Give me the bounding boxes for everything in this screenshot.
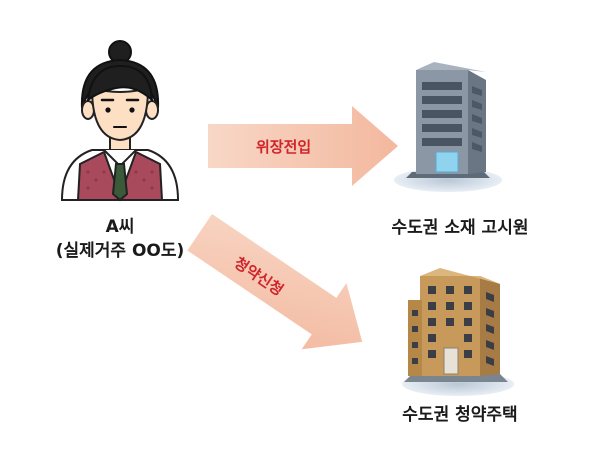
goshiwon-label: 수도권 소재 고시원: [391, 218, 529, 238]
person-residence-label: (실제거주 OO도): [55, 241, 185, 261]
apartment-building-icon: [402, 268, 514, 396]
person-icon: [60, 40, 180, 202]
arrow-registration: [208, 106, 398, 186]
person-name-label: A씨: [105, 217, 135, 237]
arrow-application: [187, 214, 363, 350]
goshiwon-building-icon: [394, 62, 502, 192]
arrow-registration-label: 위장전입: [256, 138, 312, 156]
housing-label: 수도권 청약주택: [402, 405, 518, 425]
